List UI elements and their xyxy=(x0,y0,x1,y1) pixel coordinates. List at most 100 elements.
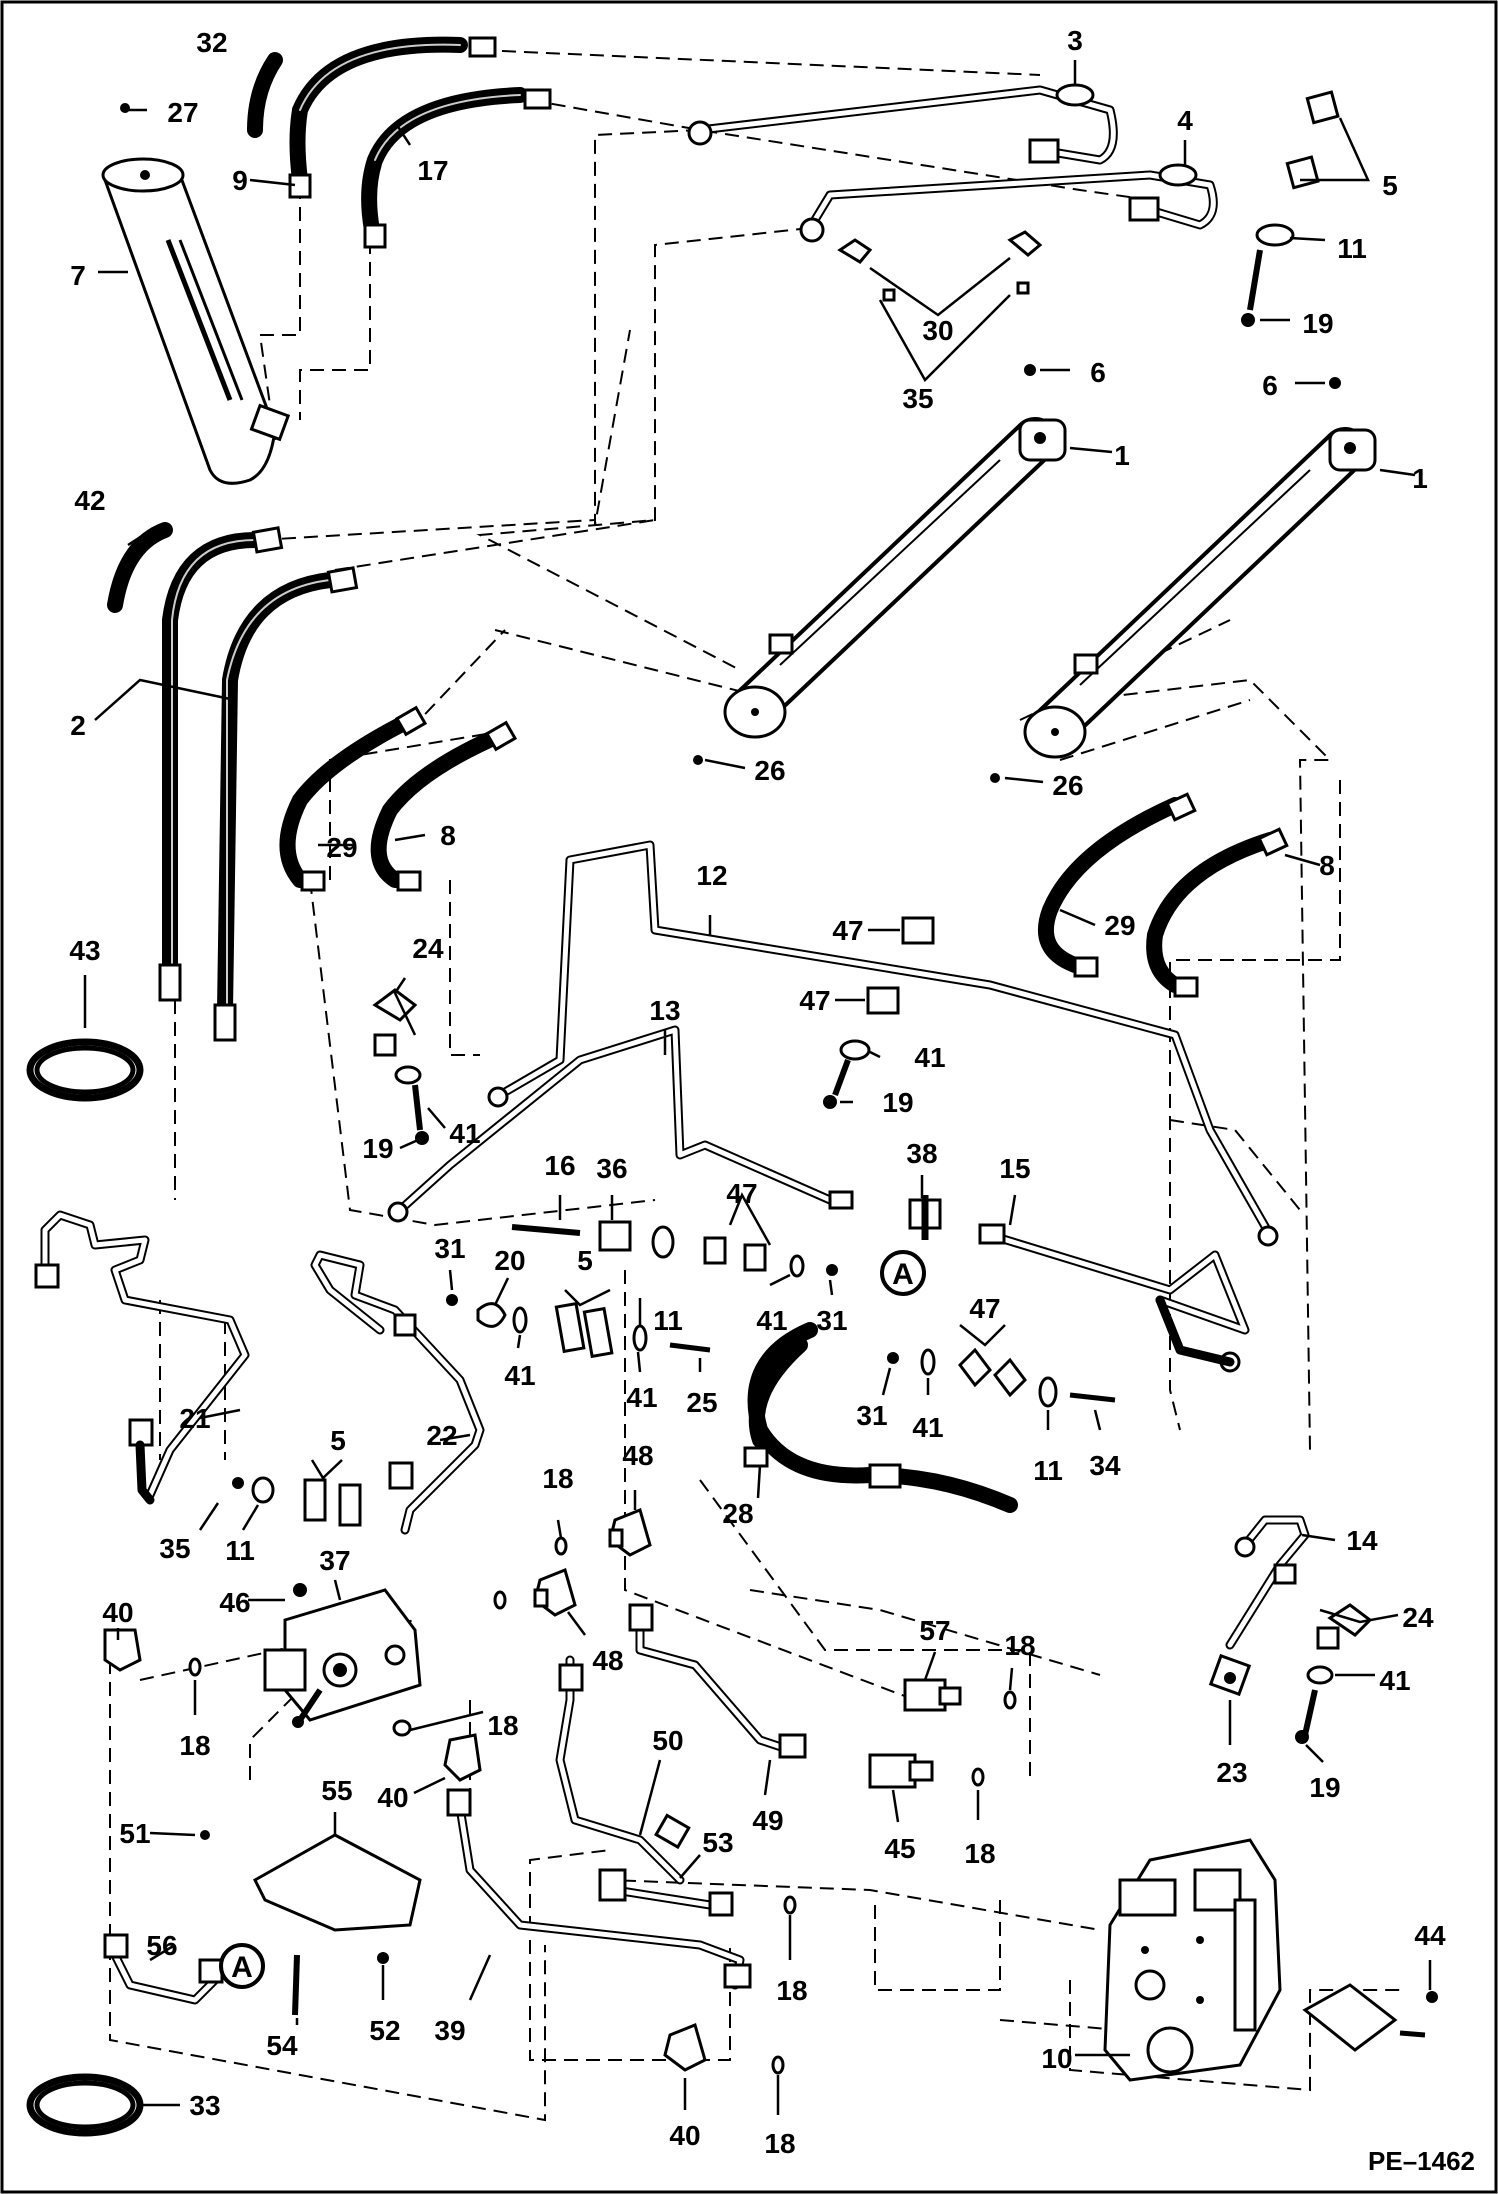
callout-25: 25 xyxy=(686,1387,717,1418)
callout-46: 46 xyxy=(219,1587,250,1618)
lift-cylinder-right-part-1 xyxy=(990,377,1377,783)
callout-11-row: 11 xyxy=(653,1305,683,1336)
fitting-23 xyxy=(1208,1653,1252,1697)
view-marker-a-label: A xyxy=(231,1951,253,1984)
callout-47-mid: 47 xyxy=(799,985,830,1016)
callout-32: 32 xyxy=(196,27,227,58)
adapter-45 xyxy=(868,1753,934,1789)
callout-18-53: 18 xyxy=(776,1975,807,2006)
tube-56 xyxy=(103,1933,224,2005)
callout-24-right: 24 xyxy=(1402,1602,1434,1633)
tube-14 xyxy=(1225,1515,1310,1650)
callout-18-45: 18 xyxy=(964,1838,995,1869)
view-marker-a-upper: A xyxy=(880,1250,926,1296)
valve-block-37 xyxy=(263,1583,422,1728)
callout-10: 10 xyxy=(1041,2043,1072,2074)
tube-39 xyxy=(446,1788,752,1990)
callout-48-top: 48 xyxy=(622,1440,653,1471)
callout-41-left: 41 xyxy=(449,1118,480,1149)
callout-4: 4 xyxy=(1177,105,1193,136)
callout-50: 50 xyxy=(652,1725,683,1756)
callout-41-right: 41 xyxy=(912,1412,943,1443)
oil-cooler-part-7 xyxy=(101,103,291,485)
callout-13: 13 xyxy=(649,995,680,1026)
callout-7: 7 xyxy=(70,260,86,291)
tee-38-and-tube-15 xyxy=(908,1195,1250,1373)
callout-11-lower: 11 xyxy=(225,1535,255,1566)
tube-50 xyxy=(555,1655,691,1885)
callout-6-right: 6 xyxy=(1262,370,1278,401)
callout-18-57: 18 xyxy=(1004,1630,1035,1661)
callout-49: 49 xyxy=(752,1805,783,1836)
callout-1-right: 1 xyxy=(1412,463,1428,494)
hoses-8-29-right xyxy=(1038,792,1289,998)
callout-9: 9 xyxy=(232,165,248,196)
callout-37: 37 xyxy=(319,1545,350,1576)
callout-18-bottom: 18 xyxy=(764,2128,795,2159)
tube-12 xyxy=(487,840,1279,1247)
callout-15: 15 xyxy=(999,1153,1030,1184)
callout-48-lower: 48 xyxy=(592,1645,623,1676)
callout-18-top: 18 xyxy=(542,1463,573,1494)
lift-cylinder-left-part-1 xyxy=(693,364,1067,765)
callout-51: 51 xyxy=(119,1818,150,1849)
callout-5-top: 5 xyxy=(1382,170,1398,201)
long-hoses-2-42 xyxy=(107,522,359,1042)
callout-43: 43 xyxy=(69,935,100,966)
callout-6-left: 6 xyxy=(1090,357,1106,388)
callout-31-right: 31 xyxy=(856,1400,887,1431)
callout-5-row: 5 xyxy=(577,1245,593,1276)
callout-53: 53 xyxy=(702,1827,733,1858)
callout-19-mid: 19 xyxy=(882,1087,913,1118)
callout-31-row: 31 xyxy=(816,1305,847,1336)
callout-40-left: 40 xyxy=(102,1597,133,1628)
callout-23: 23 xyxy=(1216,1757,1247,1788)
callout-45: 45 xyxy=(884,1833,915,1864)
callout-41-row: 41 xyxy=(756,1305,787,1336)
callout-35-lower: 35 xyxy=(159,1533,190,1564)
top-hoses xyxy=(247,36,552,249)
callout-38: 38 xyxy=(906,1138,937,1169)
callout-52: 52 xyxy=(369,2015,400,2046)
bracket-55 xyxy=(200,1830,422,2016)
tube-21 xyxy=(34,1210,250,1505)
callout-17: 17 xyxy=(417,155,448,186)
callout-41-far-right: 41 xyxy=(1379,1665,1410,1696)
callout-40-bottom: 40 xyxy=(669,2120,700,2151)
adapter-57 xyxy=(903,1678,962,1712)
control-valve-10 xyxy=(1103,1838,1282,2082)
tube-13 xyxy=(387,1025,854,1223)
callout-35-top: 35 xyxy=(902,383,933,414)
coil-hose-43 xyxy=(26,1038,144,1102)
top-tubes-3-4 xyxy=(687,83,1218,243)
callout-36: 36 xyxy=(596,1153,627,1184)
callout-5-lower: 5 xyxy=(330,1425,346,1456)
callout-18-block: 18 xyxy=(487,1710,518,1741)
callout-2: 2 xyxy=(70,710,86,741)
callout-42: 42 xyxy=(74,485,105,516)
hardware-5-11-35-lower xyxy=(232,1476,362,1527)
callout-40-mid: 40 xyxy=(377,1782,408,1813)
coil-hose-33 xyxy=(26,2073,144,2137)
callout-26-left: 26 xyxy=(754,755,785,786)
callout-12: 12 xyxy=(696,860,727,891)
callout-47-right: 47 xyxy=(969,1293,1000,1324)
callout-47-upper: 47 xyxy=(832,915,863,946)
view-marker-a-lower: A xyxy=(219,1943,265,1989)
callout-1-left: 1 xyxy=(1114,440,1130,471)
callout-30: 30 xyxy=(922,315,953,346)
callout-14: 14 xyxy=(1346,1525,1378,1556)
callout-8-left: 8 xyxy=(440,820,456,851)
callout-28: 28 xyxy=(722,1498,753,1529)
callout-54: 54 xyxy=(266,2030,298,2061)
tube-49 xyxy=(628,1603,807,1759)
callout-47-row: 47 xyxy=(726,1178,757,1209)
callout-41-lower2: 41 xyxy=(626,1382,657,1413)
callout-19-right: 19 xyxy=(1309,1772,1340,1803)
leader-lines xyxy=(83,60,1432,2115)
callout-41-mid: 41 xyxy=(914,1042,945,1073)
hardware-row-right xyxy=(887,1347,1116,1408)
clamps-30 xyxy=(837,230,1043,302)
